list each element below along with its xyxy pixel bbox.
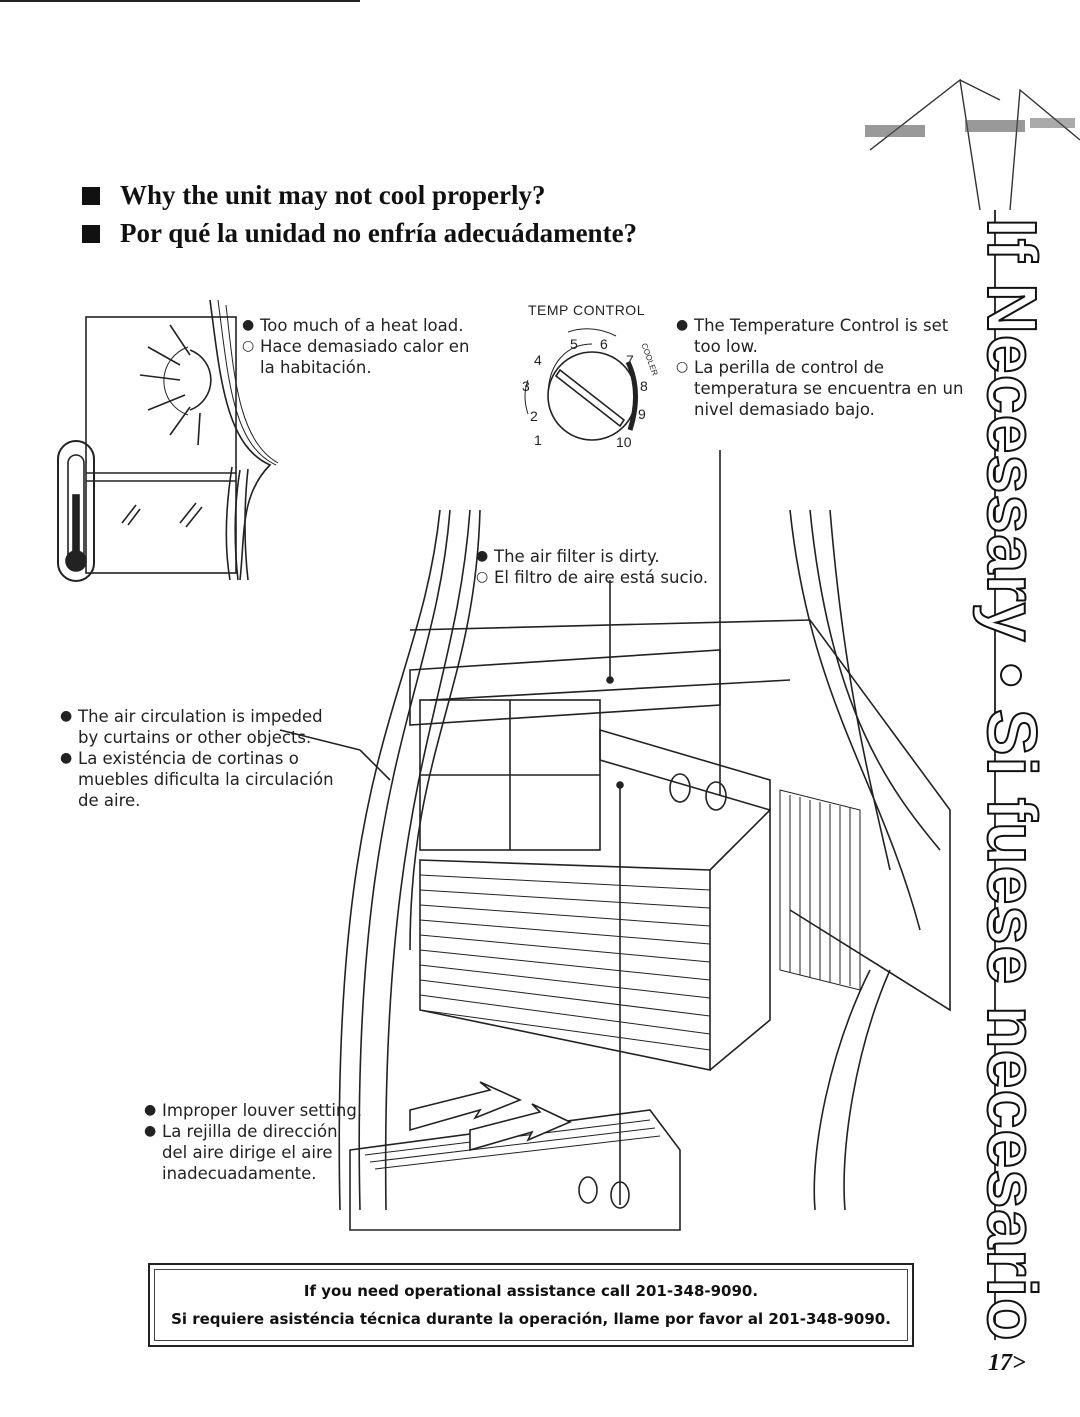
note-heat-load-es: ○ Hace demasiado calor en la habitación.	[240, 336, 480, 378]
dial-number-9: 9	[638, 406, 646, 422]
note-heat-load-en-text: Too much of a heat load.	[260, 316, 464, 335]
note-louver-es: ● La rejilla de dirección del aire dirig…	[142, 1121, 364, 1184]
bullet-open-icon: ○	[242, 338, 255, 354]
square-bullet-icon	[82, 224, 100, 243]
page-number-text: 17	[988, 1350, 1012, 1376]
dial-number-6: 6	[600, 336, 608, 352]
note-louver-en-text: Improper louver setting.	[162, 1101, 363, 1120]
note-heat-load-es-text: Hace demasiado calor en la habitación.	[260, 337, 470, 377]
dial-number-4: 4	[534, 352, 542, 368]
dial-knob-icon	[524, 328, 639, 441]
bullet-filled-icon: ●	[242, 317, 255, 333]
page-arrow-icon: >	[1012, 1350, 1026, 1376]
note-air-circulation: ● The air circulation is impeded by curt…	[58, 706, 348, 811]
dial-number-7: 7	[626, 352, 634, 368]
page-number: 17>	[988, 1350, 1026, 1377]
bullet-open-icon: ●	[60, 750, 73, 766]
note-louver: ● Improper louver setting. ● La rejilla …	[142, 1100, 364, 1184]
note-temp-control-en: ● The Temperature Control is set too low…	[674, 315, 974, 357]
help-box-inner-border	[154, 1269, 908, 1341]
help-spanish: Si requiere asisténcia técnica durante l…	[171, 1310, 891, 1328]
note-heat-load: ● Too much of a heat load. ○ Hace demasi…	[240, 315, 480, 378]
bullet-open-icon: ●	[144, 1123, 157, 1139]
help-english: If you need operational assistance call …	[303, 1282, 759, 1300]
dial-number-10: 10	[616, 434, 632, 450]
note-air-circulation-en: ● The air circulation is impeded by curt…	[58, 706, 348, 748]
bullet-open-icon: ○	[676, 359, 689, 375]
note-temp-control-en-text: The Temperature Control is set too low.	[694, 316, 949, 356]
note-air-circulation-es-text: La existéncia de cortinas o muebles difi…	[78, 749, 334, 810]
side-divider-line	[994, 210, 996, 1340]
note-air-filter-en-text: The air filter is dirty.	[494, 547, 660, 566]
heading-spanish-text: Por qué la unidad no enfría adecuádament…	[120, 218, 638, 248]
dial-number-5: 5	[570, 336, 578, 352]
temp-control-label: TEMP CONTROL	[528, 302, 645, 318]
note-heat-load-en: ● Too much of a heat load.	[240, 315, 480, 336]
dial-number-3: 3	[522, 378, 530, 394]
temp-control-dial: 1 2 3 4 5 6 7 8 9 10 COOLER	[508, 322, 668, 462]
heading-spanish: Por qué la unidad no enfría adecuádament…	[82, 218, 637, 249]
heading-english: Why the unit may not cool properly?	[82, 180, 546, 211]
dial-number-8: 8	[640, 378, 648, 394]
note-air-circulation-en-text: The air circulation is impeded by curtai…	[78, 707, 323, 747]
dial-number-1: 1	[534, 432, 542, 448]
note-louver-en: ● Improper louver setting.	[142, 1100, 364, 1121]
note-air-circulation-es: ● La existéncia de cortinas o muebles di…	[58, 748, 348, 811]
top-rule	[0, 0, 360, 2]
help-box: If you need operational assistance call …	[148, 1263, 914, 1347]
bullet-filled-icon: ●	[60, 708, 73, 724]
bullet-filled-icon: ●	[476, 548, 489, 564]
dial-number-2: 2	[530, 408, 538, 424]
note-air-filter-es-text: El filtro de aire está sucio.	[494, 568, 709, 587]
square-bullet-icon	[82, 186, 100, 205]
corner-arrows-graphic	[865, 78, 1080, 211]
side-title: If Necessary • Si fuese necesario	[972, 217, 1052, 1343]
bullet-filled-icon: ●	[144, 1102, 157, 1118]
note-air-filter-es: ○ El filtro de aire está sucio.	[474, 567, 734, 588]
note-louver-es-text: La rejilla de dirección del aire dirige …	[162, 1122, 338, 1183]
note-temp-control-es: ○ La perilla de control de temperatura s…	[674, 357, 974, 420]
note-temp-control-es-text: La perilla de control de temperatura se …	[694, 358, 964, 419]
bullet-filled-icon: ●	[676, 317, 689, 333]
note-temp-control: ● The Temperature Control is set too low…	[674, 315, 974, 420]
heading-english-text: Why the unit may not cool properly?	[120, 180, 546, 210]
window-sun-illustration	[57, 299, 279, 582]
air-conditioner-illustration	[279, 450, 951, 1231]
note-air-filter-en: ● The air filter is dirty.	[474, 546, 734, 567]
note-air-filter: ● The air filter is dirty. ○ El filtro d…	[474, 546, 734, 588]
bullet-open-icon: ○	[476, 569, 489, 585]
